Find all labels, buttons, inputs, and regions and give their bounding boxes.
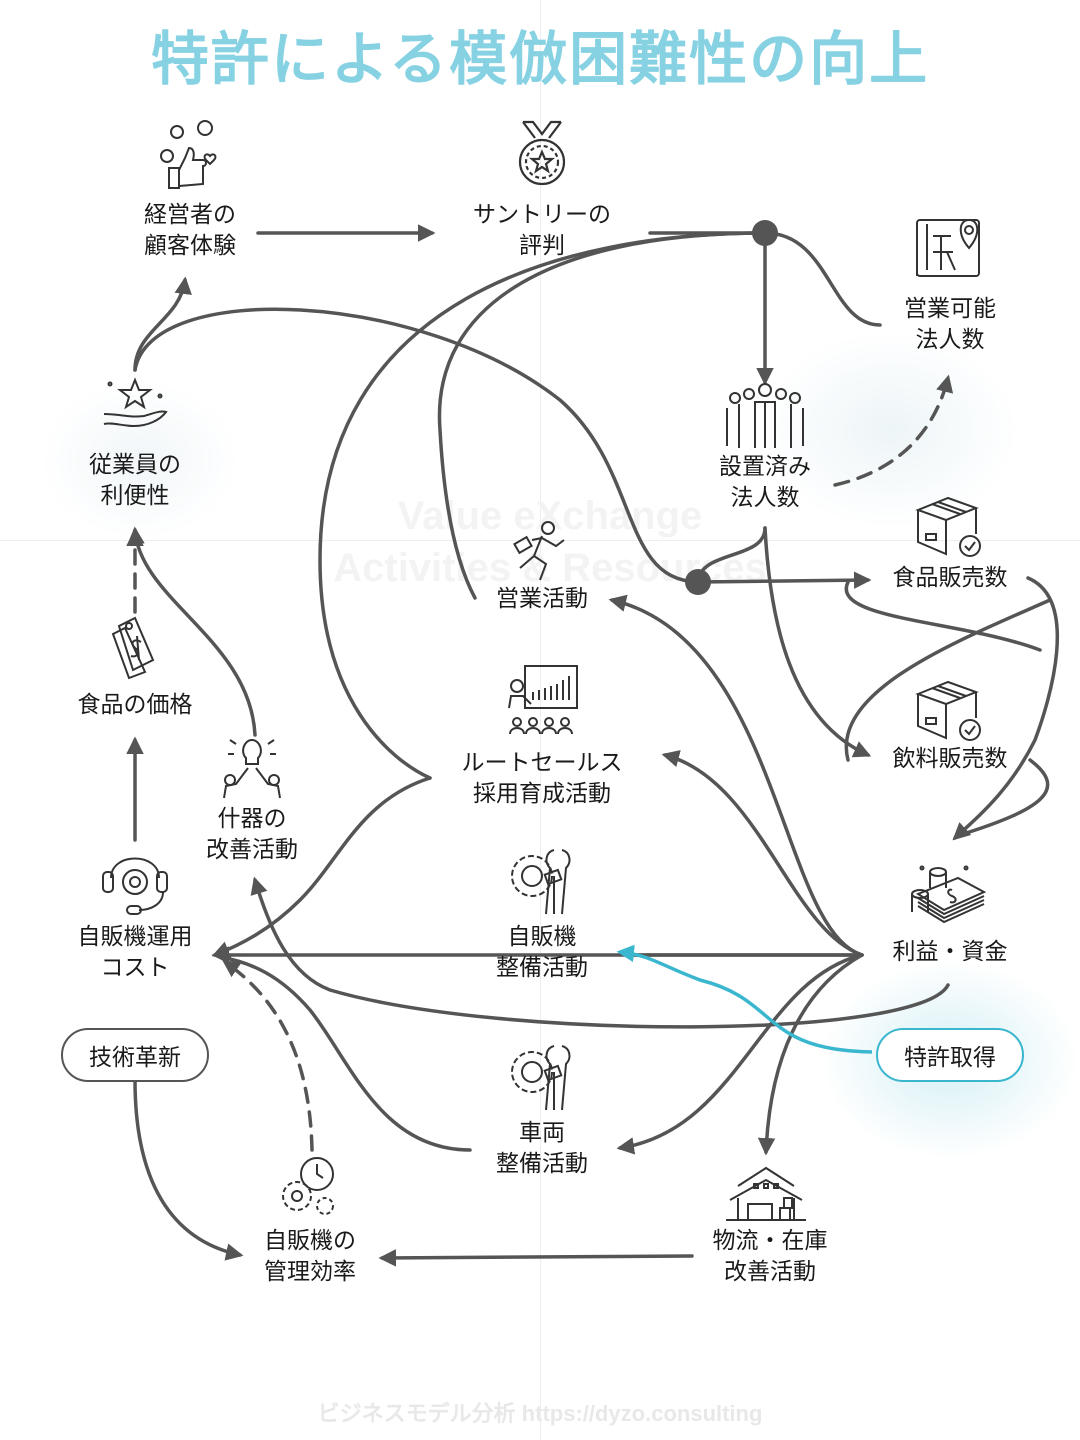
- group-people-icon: [726, 383, 804, 448]
- teamwork-idea-icon: [223, 736, 281, 799]
- node-label: 利便性: [100, 483, 170, 509]
- node-vending-maintenance: 自販機 整備活動: [496, 922, 588, 984]
- node-owner-experience: 経営者の 顧客体験: [144, 200, 236, 262]
- node-label: コスト: [100, 955, 170, 981]
- node-label: 営業可能: [904, 296, 996, 322]
- edge-installed-to-drink: [763, 526, 872, 758]
- edge-hub-to-possible: [763, 231, 882, 327]
- node-label: 改善活動: [206, 837, 298, 863]
- node-label: 従業員の: [89, 452, 181, 478]
- package-check-icon: [915, 496, 981, 557]
- node-logistics-inventory: 物流・在庫 改善活動: [713, 1226, 828, 1288]
- node-label: 自販機運用: [77, 924, 193, 950]
- price-tag-icon: [111, 616, 155, 680]
- edge-vehicle-to-cost: [218, 955, 472, 1152]
- node-label: 法人数: [730, 485, 800, 511]
- node-label: 食品販売数: [892, 565, 1008, 591]
- edge-route-to-cost: [211, 776, 432, 958]
- edge-drink-cross: [844, 598, 1052, 762]
- edge-efficiency-to-cost: [222, 960, 314, 1152]
- node-employee-convenience: 従業員の 利便性: [89, 450, 181, 512]
- edge-fixture-to-employee: [127, 526, 257, 737]
- edge-food-to-profit: [952, 576, 1059, 841]
- node-sales-possible-corps: 営業可能 法人数: [904, 294, 996, 356]
- presentation-icon: [508, 665, 578, 735]
- node-label: 評判: [519, 233, 565, 259]
- gears-clock-icon: [282, 1157, 334, 1215]
- node-label: 什器の: [217, 806, 287, 832]
- node-label: 自販機: [507, 924, 577, 950]
- thumbs-up-emoji-icon: [160, 120, 217, 189]
- map-pin-icon: [916, 218, 980, 277]
- node-label: 利益・資金: [892, 939, 1008, 965]
- node-sales-activity: 営業活動: [496, 584, 588, 615]
- edge-food-cross: [844, 580, 1042, 652]
- hand-star-icon: [103, 377, 168, 428]
- node-vending-op-cost: 自販機運用 コスト: [78, 922, 193, 984]
- gear-wrench-icon: [511, 1045, 571, 1111]
- hub-dot-middle: [685, 569, 711, 595]
- edge-profit-to-logistics: [757, 953, 864, 1156]
- headset-gear-icon: [102, 857, 168, 915]
- edge-hub2-to-food: [696, 571, 872, 589]
- node-label: 管理効率: [264, 1259, 356, 1285]
- gear-wrench-icon: [511, 849, 571, 915]
- node-profit-funds: 利益・資金: [893, 937, 1008, 968]
- node-vending-mgmt-efficiency: 自販機の 管理効率: [264, 1226, 356, 1288]
- node-label: 飲料販売数: [892, 746, 1008, 772]
- node-drink-sales: 飲料販売数: [893, 744, 1008, 775]
- edge-drink-to-profit: [958, 758, 1050, 837]
- node-label: 法人数: [915, 327, 985, 353]
- edge-patent-to-vending-maint: [616, 944, 873, 1054]
- node-suntory-reputation: サントリーの 評判: [473, 200, 611, 262]
- edge-profit-to-fixture: [250, 876, 950, 1029]
- node-fixture-improvement: 什器の 改善活動: [206, 804, 298, 866]
- medal-icon: [518, 120, 566, 186]
- node-food-sales: 食品販売数: [893, 563, 1008, 594]
- node-label: 車両: [519, 1120, 565, 1146]
- node-label: 物流・在庫: [712, 1228, 828, 1254]
- footer-credit: ビジネスモデル分析 https://dyzo.consulting: [317, 1401, 763, 1426]
- guide-line-vertical: [540, 0, 541, 1440]
- node-label: 整備活動: [496, 1151, 588, 1177]
- node-food-price: 食品の価格: [78, 690, 193, 721]
- edge-logistics-to-efficiency: [378, 1249, 694, 1267]
- edge-profit-to-sales: [608, 594, 864, 957]
- warehouse-icon: [726, 1166, 806, 1221]
- edge-employee-to-owner: [133, 276, 192, 372]
- node-label: 営業活動: [496, 586, 588, 612]
- node-label: 整備活動: [496, 955, 588, 981]
- node-label: サントリーの: [473, 202, 611, 228]
- node-label: 顧客体験: [144, 233, 236, 259]
- node-route-sales-training: ルートセールス 採用育成活動: [462, 748, 623, 810]
- node-label: ルートセールス: [461, 750, 623, 776]
- edge-installed-to-possible: [833, 374, 954, 487]
- pill-patent: 特許取得: [876, 1028, 1024, 1082]
- money-stack-icon: [911, 865, 987, 924]
- hub-dot-top: [752, 220, 778, 246]
- node-label: 改善活動: [724, 1259, 816, 1285]
- edge-hub-to-route: [318, 231, 767, 780]
- pill-tech-innovation: 技術革新: [61, 1028, 209, 1082]
- edge-profit-to-route: [661, 750, 864, 957]
- edge-profit-to-vehicle: [616, 953, 864, 1155]
- node-label: 自販機の: [264, 1228, 356, 1254]
- node-vehicle-maintenance: 車両 整備活動: [496, 1118, 588, 1180]
- node-label: 採用育成活動: [473, 781, 611, 807]
- package-check-icon: [915, 680, 981, 741]
- node-label: 食品の価格: [77, 692, 193, 718]
- node-label: 経営者の: [144, 202, 236, 228]
- edge-employee-to-hub2: [133, 307, 700, 584]
- running-businessman-icon: [513, 521, 565, 581]
- node-label: 設置済み: [719, 454, 811, 480]
- node-installed-corps: 設置済み 法人数: [719, 452, 811, 514]
- edge-tech-to-efficiency: [133, 1078, 244, 1261]
- page-title: 特許による模倣困難性の向上: [150, 25, 930, 93]
